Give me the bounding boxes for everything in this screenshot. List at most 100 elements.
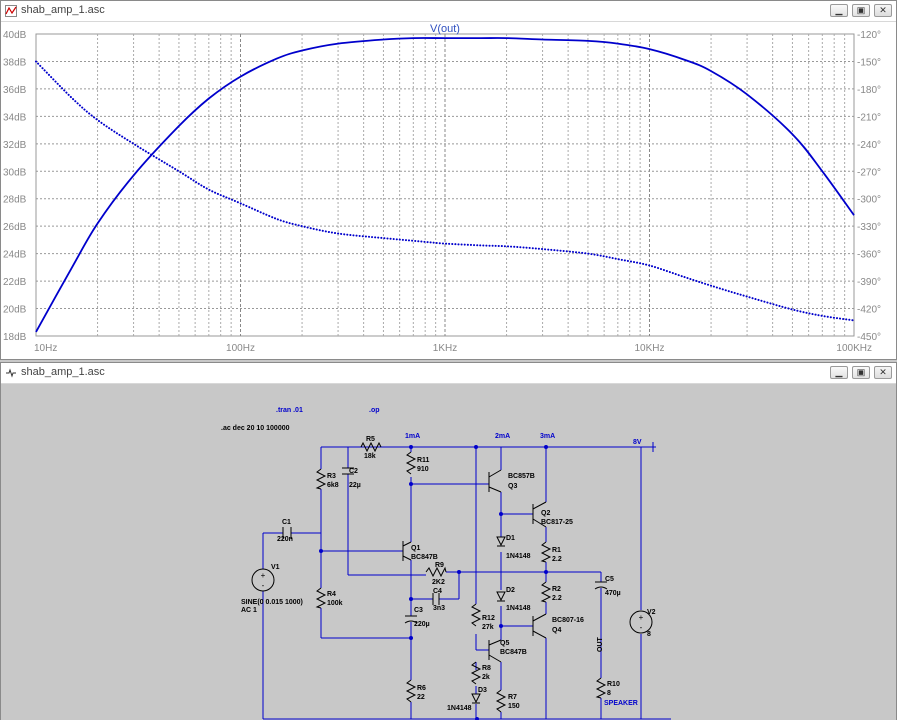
- resistor-r7[interactable]: [495, 689, 507, 713]
- ac-directive[interactable]: .ac dec 20 10 100000: [221, 425, 290, 432]
- ref-r5: R5: [366, 436, 375, 443]
- value-v1: SINE(0 0.015 1000): [241, 599, 303, 606]
- value-q2: BC817-25: [541, 519, 573, 526]
- value-r6: 22: [417, 694, 425, 701]
- diode-d2[interactable]: [496, 591, 506, 602]
- resistor-r1[interactable]: [540, 541, 552, 563]
- y-right-tick-label: -300°: [857, 195, 881, 206]
- y-right-tick-label: -420°: [857, 305, 881, 316]
- y-right-tick-label: -240°: [857, 140, 881, 151]
- y-right-tick-label: -210°: [857, 112, 881, 123]
- voltage-source-v2[interactable]: +-: [629, 610, 653, 634]
- plot-window-titlebar[interactable]: shab_amp_1.asc ▁ ▣ ✕: [1, 1, 896, 22]
- y-left-tick-label: 18dB: [3, 332, 27, 343]
- ref-c3: C3: [414, 607, 423, 614]
- value-d3: 1N4148: [447, 705, 472, 712]
- schematic-window-titlebar[interactable]: shab_amp_1.asc ▁ ▣ ✕: [1, 363, 896, 384]
- tran-directive[interactable]: .tran .01: [276, 407, 303, 414]
- resistor-r6[interactable]: [405, 679, 417, 703]
- value-c4: 3n3: [433, 605, 445, 612]
- capacitor-c4[interactable]: [432, 593, 440, 605]
- capacitor-c3[interactable]: [404, 615, 418, 624]
- current-label-2: 2mA: [495, 433, 510, 440]
- svg-text:-: -: [262, 581, 265, 590]
- capacitor-c2[interactable]: [342, 467, 354, 475]
- value-c3: 220µ: [414, 621, 430, 628]
- y-left-tick-label: 22dB: [3, 277, 27, 288]
- ref-r3: R3: [327, 473, 336, 480]
- diode-d3[interactable]: [471, 693, 481, 704]
- close-button[interactable]: ✕: [874, 4, 892, 17]
- magnitude-trace[interactable]: [35, 37, 855, 333]
- y-left-tick-label: 20dB: [3, 305, 27, 316]
- value-q3: BC857B: [508, 473, 535, 480]
- y-right-tick-label: -390°: [857, 277, 881, 288]
- bode-plot[interactable]: 40dB38dB36dB34dB32dB30dB28dB26dB24dB22dB…: [1, 22, 896, 360]
- ref-q1: Q1: [411, 545, 420, 552]
- y-left-tick-label: 32dB: [3, 140, 27, 151]
- resistor-r2[interactable]: [540, 581, 552, 603]
- x-tick-label: 100Hz: [226, 343, 255, 354]
- ref-v1: V1: [271, 564, 280, 571]
- value-q5: BC847B: [500, 649, 527, 656]
- value-r12: 27k: [482, 624, 494, 631]
- value-q1: BC847B: [411, 554, 438, 561]
- resistor-r12[interactable]: [470, 603, 482, 627]
- resistor-r5[interactable]: [360, 441, 382, 453]
- resistor-r11[interactable]: [405, 451, 417, 475]
- value-r1: 2.2: [552, 556, 562, 563]
- value-d2: 1N4148: [506, 605, 531, 612]
- supply-net-label[interactable]: 8V: [633, 439, 642, 446]
- resistor-r10[interactable]: [595, 677, 607, 699]
- capacitor-c5[interactable]: [594, 581, 608, 590]
- schematic-window-title: shab_amp_1.asc: [21, 366, 105, 378]
- minimize-button[interactable]: ▁: [830, 4, 848, 17]
- resistor-r4[interactable]: [315, 587, 327, 609]
- value-q4: BC807-16: [552, 617, 584, 624]
- speaker-net-label[interactable]: SPEAKER: [604, 700, 638, 707]
- out-net-label[interactable]: OUT: [597, 637, 604, 653]
- restore-button[interactable]: ▣: [852, 366, 870, 379]
- y-right-tick-label: -330°: [857, 222, 881, 233]
- x-tick-label: 100KHz: [836, 343, 872, 354]
- resistor-r9[interactable]: [425, 566, 447, 578]
- value-r8: 2k: [482, 674, 490, 681]
- x-tick-label: 10KHz: [634, 343, 664, 354]
- transistor-q1[interactable]: [402, 541, 412, 561]
- svg-text:+: +: [639, 613, 644, 622]
- value-c5: 470µ: [605, 590, 621, 597]
- restore-button[interactable]: ▣: [852, 4, 870, 17]
- phase-trace[interactable]: [35, 60, 855, 322]
- voltage-source-v1[interactable]: +-: [251, 568, 275, 592]
- current-label-1: 1mA: [405, 433, 420, 440]
- transistor-q5[interactable]: [488, 639, 502, 663]
- schematic-canvas[interactable]: +- +- .tran .01 .op .ac dec 20 10 100000…: [1, 384, 896, 720]
- ref-r8: R8: [482, 665, 491, 672]
- y-left-tick-label: 28dB: [3, 195, 27, 206]
- transistor-q3[interactable]: [488, 469, 502, 493]
- ref-r2: R2: [552, 586, 561, 593]
- ref-r6: R6: [417, 685, 426, 692]
- ref-r4: R4: [327, 591, 336, 598]
- y-left-tick-label: 30dB: [3, 167, 27, 178]
- transistor-q4[interactable]: [532, 613, 547, 639]
- schematic-window: shab_amp_1.asc ▁ ▣ ✕: [0, 362, 897, 720]
- ref-q2: Q2: [541, 510, 550, 517]
- value-r11: 910: [417, 466, 429, 473]
- op-directive[interactable]: .op: [369, 407, 380, 414]
- transistor-q2[interactable]: [532, 501, 547, 528]
- ref-c5: C5: [605, 576, 614, 583]
- ref-d3: D3: [478, 687, 487, 694]
- close-button[interactable]: ✕: [874, 366, 892, 379]
- value-c2: 22µ: [349, 482, 361, 489]
- value-r7: 150: [508, 703, 520, 710]
- ref-r10: R10: [607, 681, 620, 688]
- diode-d1[interactable]: [496, 536, 506, 547]
- ref-d1: D1: [506, 535, 515, 542]
- resistor-r8[interactable]: [470, 661, 482, 685]
- minimize-button[interactable]: ▁: [830, 366, 848, 379]
- resistor-r3[interactable]: [315, 468, 327, 490]
- capacitor-c1[interactable]: [282, 527, 292, 539]
- ref-q4: Q4: [552, 627, 561, 634]
- ref-q3: Q3: [508, 483, 517, 490]
